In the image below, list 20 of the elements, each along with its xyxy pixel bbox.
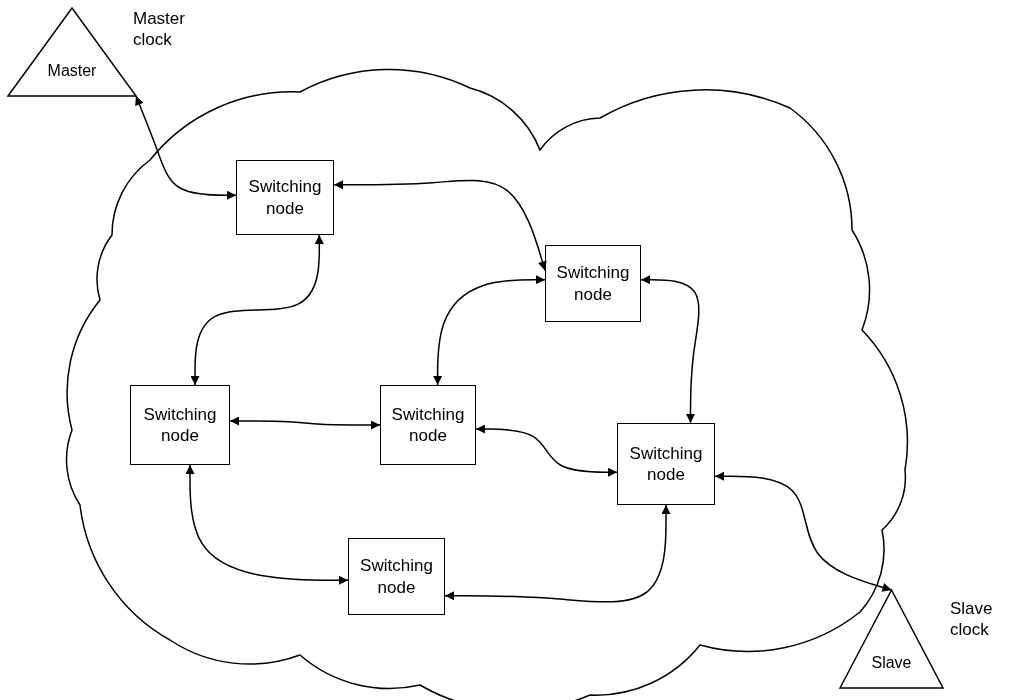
switching-node-box: Switching node [617, 423, 715, 505]
double-headed-arrow [444, 504, 671, 603]
switching-node-box: Switching node [236, 160, 334, 235]
switching-node-box: Switching node [130, 385, 230, 465]
double-headed-arrow [433, 275, 546, 386]
switching-node-box: Switching node [380, 385, 476, 465]
double-headed-arrow [135, 95, 237, 200]
switching-node-box: Switching node [348, 538, 445, 615]
switching-node-box: Switching node [545, 245, 641, 322]
double-headed-arrow [333, 179, 547, 272]
double-headed-arrow [475, 424, 618, 477]
double-headed-arrow [190, 234, 324, 386]
clock-caption: Master clock [133, 8, 186, 51]
double-headed-arrow [229, 416, 381, 430]
node-label: Slave [870, 654, 913, 672]
node-label: Master [46, 62, 98, 80]
double-headed-arrow [640, 275, 700, 424]
double-headed-arrow [185, 464, 349, 585]
clock-caption: Slave clock [950, 598, 994, 641]
double-headed-arrow [714, 471, 893, 592]
